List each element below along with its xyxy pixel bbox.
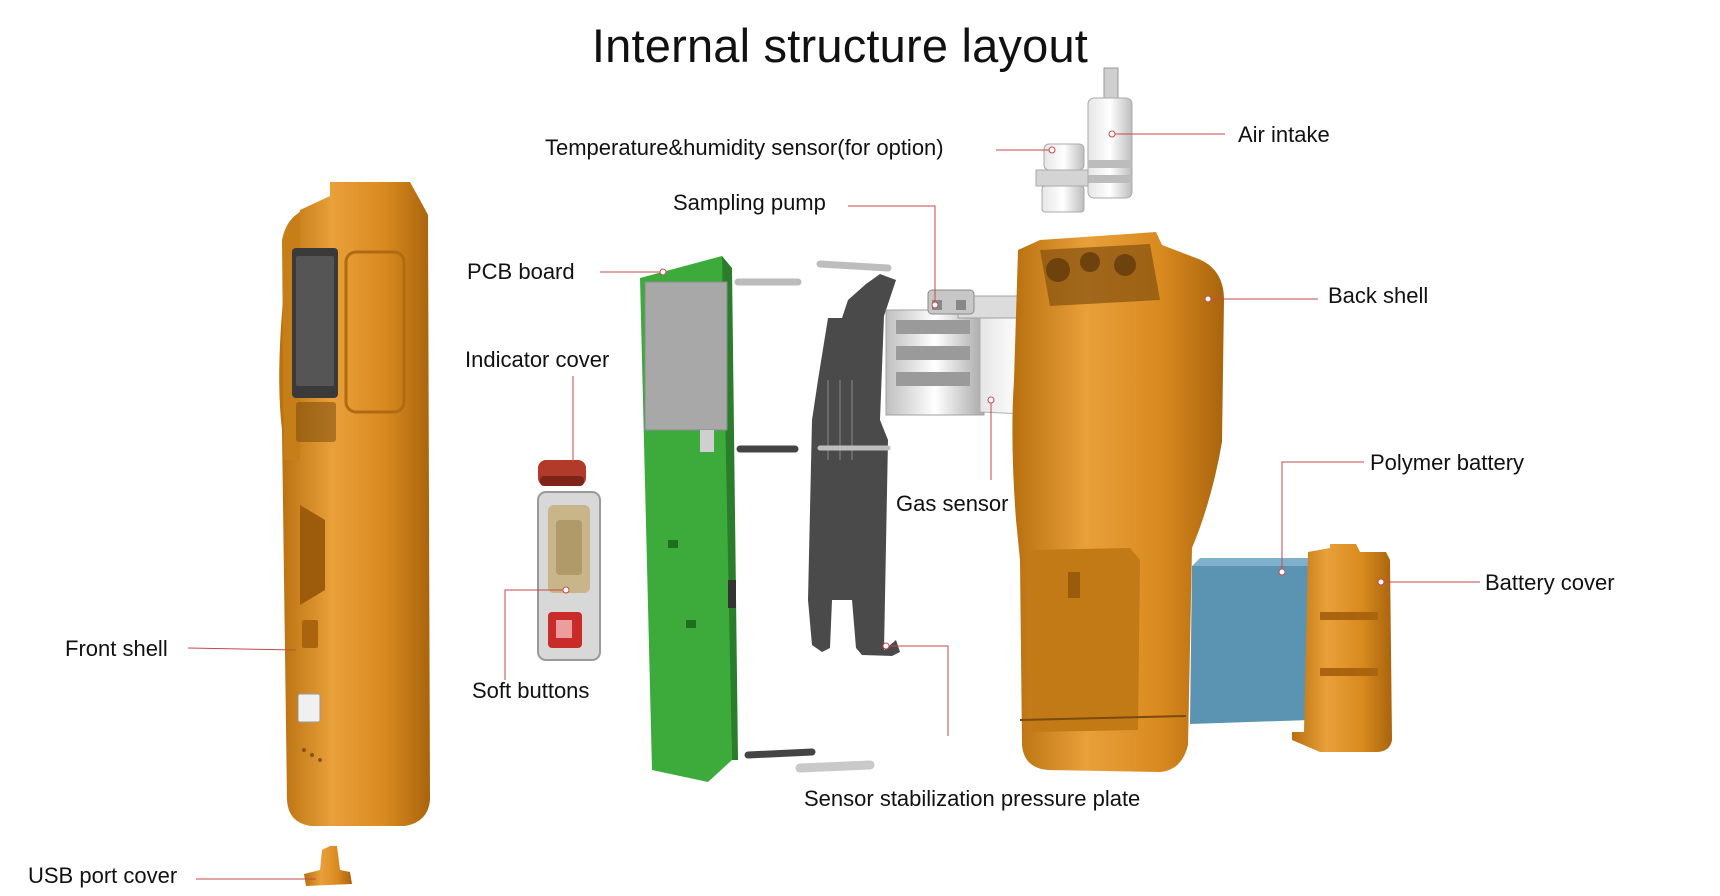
label-pressure-plate: Sensor stabilization pressure plate	[804, 786, 1141, 811]
label-indicator-cover: Indicator cover	[465, 347, 610, 372]
soft-buttons-part	[537, 491, 601, 661]
leader-polymer-battery	[1281, 461, 1364, 572]
indicator-cover-part	[538, 460, 586, 486]
leader-soft-buttons	[504, 589, 566, 680]
leader-lines	[187, 133, 1480, 880]
leader-front-shell	[187, 647, 297, 651]
battery-cover-part	[1292, 544, 1392, 752]
polymer-battery-part	[1190, 558, 1316, 724]
front-shell-part	[279, 182, 430, 826]
label-gas-sensor: Gas sensor	[896, 491, 1009, 516]
temperature-humidity-sensor-part	[1035, 143, 1089, 213]
leader-sampling-pump	[848, 205, 936, 305]
label-battery-cover: Battery cover	[1485, 570, 1615, 595]
diagram-title: Internal structure layout	[591, 19, 1089, 72]
leader-pressure-plate	[886, 645, 949, 736]
label-air-intake: Air intake	[1238, 122, 1330, 147]
label-back-shell: Back shell	[1328, 283, 1429, 308]
label-pcb-board: PCB board	[467, 259, 575, 284]
label-temperature-humidity-sensor: Temperature&humidity sensor(for option)	[545, 135, 944, 160]
label-usb-port-cover: USB port cover	[28, 863, 178, 888]
leader-end-dots	[562, 130, 1385, 650]
label-soft-buttons: Soft buttons	[472, 678, 590, 703]
label-polymer-battery: Polymer battery	[1370, 450, 1525, 475]
back-shell-part	[1012, 232, 1224, 772]
label-sampling-pump: Sampling pump	[673, 190, 826, 215]
pressure-plate-part	[744, 260, 900, 773]
label-front-shell: Front shell	[65, 636, 168, 661]
usb-port-cover-part	[304, 846, 352, 886]
air-intake-part	[1087, 67, 1133, 199]
pcb-board-part	[640, 256, 802, 782]
